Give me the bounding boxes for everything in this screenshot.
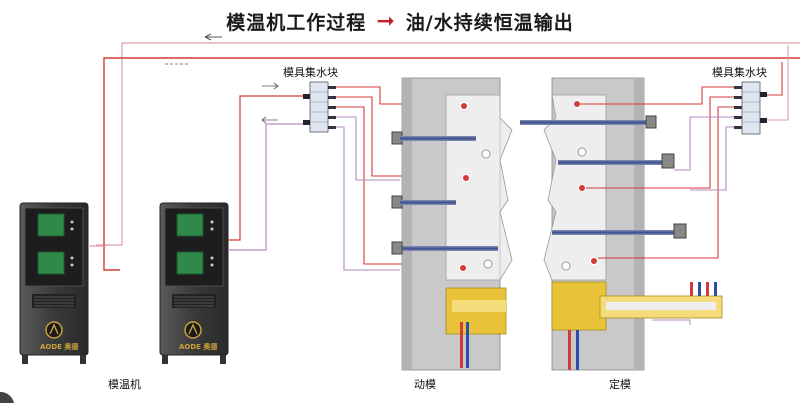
temperature-controller-1: AODE 奥德 [19,202,89,364]
machine-2-brand: AODE 奥德 [179,342,217,351]
moving-mold-cooling-rods [391,131,498,255]
title-right: 油/水持续恒温输出 [405,11,574,34]
controller-2-connections [228,82,308,251]
fixed-mold-supply-lines [580,45,789,325]
left-manifold [303,81,336,133]
main-return-line [96,33,800,246]
moving-mold [401,77,513,371]
moving-mold-label: 动模 [414,378,436,391]
machine-1-brand: AODE 奥德 [40,342,78,351]
corner-mark [0,391,14,403]
title-left: 模温机工作过程 [226,11,367,34]
machine-label: 模温机 [108,378,141,391]
diagram-title: 模温机工作过程 ➞ 油/水持续恒温输出 [0,6,800,36]
right-manifold [734,81,767,135]
manifold-left-label: 模具集水块 [283,66,338,79]
fixed-mold-cooling-rods [520,115,687,239]
temperature-controller-2: AODE 奥德 [159,202,229,364]
main-supply-line [103,57,800,271]
manifold-right-label: 模具集水块 [712,66,767,79]
title-arrow-icon: ➞ [376,8,396,34]
fixed-mold-label: 定模 [609,378,631,391]
